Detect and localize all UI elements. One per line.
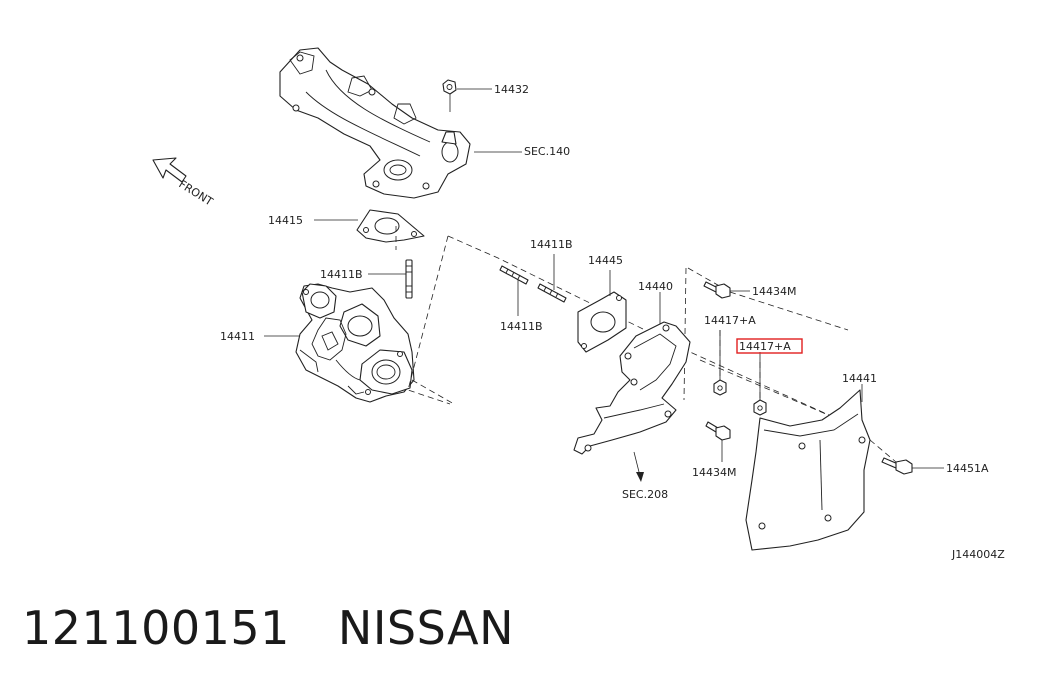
callout-14451a: 14451A bbox=[946, 462, 989, 475]
front-label: FRONT bbox=[176, 178, 215, 209]
callout-14434m-top: 14434M bbox=[752, 285, 796, 298]
callout-sec140: SEC.140 bbox=[524, 145, 570, 158]
stud-14411b-top bbox=[537, 254, 567, 303]
nut-14432 bbox=[442, 79, 492, 112]
bolt-14451a bbox=[881, 457, 944, 475]
callout-14434m-bottom: 14434M bbox=[692, 466, 736, 479]
gasket-14445 bbox=[577, 270, 627, 353]
callout-14411b-left: 14411B bbox=[320, 268, 363, 281]
stud-14411b-left bbox=[368, 259, 413, 299]
callout-14417a-highlight: 14417+A bbox=[739, 340, 791, 353]
heat-shield-14441 bbox=[745, 384, 871, 551]
callout-14411b-bottom: 14411B bbox=[500, 320, 543, 333]
sec208-arrow-icon bbox=[633, 451, 644, 482]
part-number: 121100151 bbox=[22, 601, 290, 655]
gasket-14415 bbox=[314, 209, 425, 243]
exhaust-manifold bbox=[279, 47, 471, 199]
bolt-14434m-top bbox=[703, 281, 750, 299]
highlight-box bbox=[736, 338, 803, 354]
callout-14441: 14441 bbox=[842, 372, 877, 385]
callout-14445: 14445 bbox=[588, 254, 623, 267]
stud-14411b-bottom bbox=[499, 265, 529, 316]
bolt-14434m-bottom bbox=[705, 421, 731, 462]
callout-sec208: SEC.208 bbox=[622, 488, 668, 501]
nut-14417a-highlight bbox=[753, 352, 767, 416]
callout-14440: 14440 bbox=[638, 280, 673, 293]
nut-14417a-plain bbox=[713, 330, 727, 396]
callout-14411b-top: 14411B bbox=[530, 238, 573, 251]
drawing-code: J144004Z bbox=[951, 548, 1005, 561]
callout-14417a-plain: 14417+A bbox=[704, 314, 756, 327]
turbocharger-14411 bbox=[264, 283, 415, 403]
bracket-14440 bbox=[573, 292, 691, 455]
caption: 121100151 NISSAN bbox=[22, 596, 514, 660]
brand-name: NISSAN bbox=[337, 601, 515, 655]
callout-14432: 14432 bbox=[494, 83, 529, 96]
front-arrow-icon bbox=[152, 157, 187, 183]
callout-14411: 14411 bbox=[220, 330, 255, 343]
callout-14415: 14415 bbox=[268, 214, 303, 227]
